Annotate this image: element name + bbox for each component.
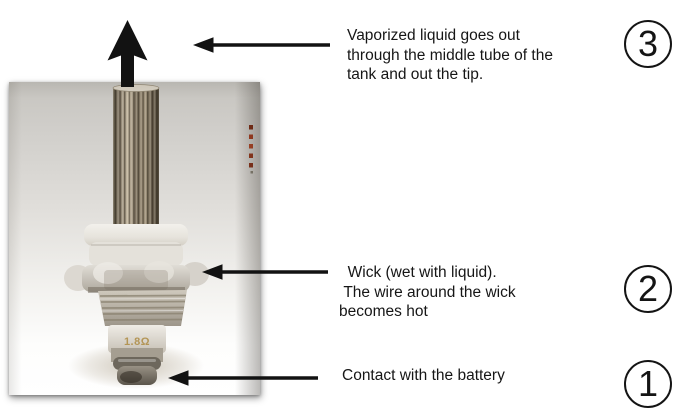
photo-artifact-dots [249,125,253,174]
atomizer-illustration: 1.8Ω [64,84,253,389]
step-number: 3 [637,23,659,64]
step-number: 2 [637,268,659,309]
step-number: 1 [637,363,659,404]
knurled-center-tube [112,84,160,227]
step-badge-3: 3 [624,20,672,68]
arrow-to-tip-icon [193,37,330,53]
callout-text-vapor-path: Vaporized liquid goes out through the mi… [347,27,553,83]
white-wick-collar [84,224,188,266]
callout-text-battery-contact: Contact with the battery [342,367,505,384]
atomizer-photo: 1.8Ω [9,82,260,395]
up-arrow-icon [107,20,148,87]
step-badge-2: 2 [624,265,672,313]
threaded-base [98,290,187,326]
resistance-band: 1.8Ω [108,325,166,353]
wick-lobed-ring [64,261,209,293]
step-badge-1: 1 [624,360,672,408]
resistance-label: 1.8Ω [124,336,150,348]
battery-contact-pin [111,348,163,385]
callout-text-wick: Wick (wet with liquid). The wire around … [339,264,516,320]
